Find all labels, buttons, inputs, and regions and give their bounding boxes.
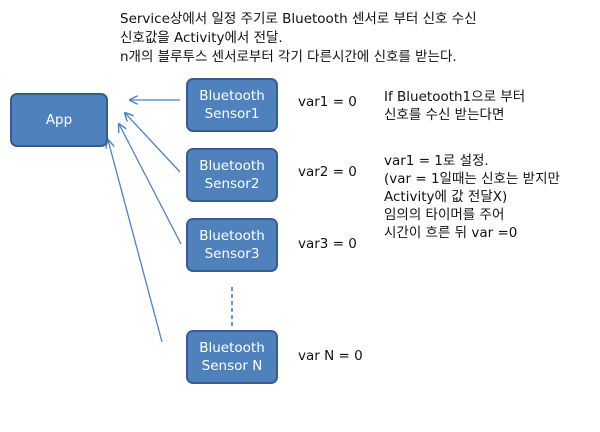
app-box: App xyxy=(10,93,108,147)
note-action-line-4: 임의의 타이머를 주어 xyxy=(384,207,505,223)
note-action-line-5: 시간이 흐른 뒤 var =0 xyxy=(384,225,518,241)
varN-label: var N = 0 xyxy=(298,348,363,364)
arrow-sensor3-to-app xyxy=(119,124,182,245)
bluetooth-sensor-1-box: Bluetooth Sensor1 xyxy=(186,78,278,132)
description-line-1: Service상에서 일정 주기로 Bluetooth 센서로 부터 신호 수신 xyxy=(120,11,477,27)
sensor-n-line-1: Bluetooth xyxy=(199,340,265,356)
description-text: Service상에서 일정 주기로 Bluetooth 센서로 부터 신호 수신… xyxy=(120,10,590,67)
description-line-3: n개의 블루투스 센서로부터 각기 다른시간에 신호를 받는다. xyxy=(120,49,457,65)
sensor-n-line-2: Sensor N xyxy=(201,358,263,374)
sensor-3-line-1: Bluetooth xyxy=(199,228,265,244)
bluetooth-sensor-3-box: Bluetooth Sensor3 xyxy=(186,218,278,272)
var1-label: var1 = 0 xyxy=(298,94,357,110)
var2-label: var2 = 0 xyxy=(298,164,357,180)
app-label: App xyxy=(45,112,73,128)
description-line-2: 신호값을 Activity에서 전달. xyxy=(120,30,283,46)
note-action-line-2: (var = 1일때는 신호는 받지만 xyxy=(384,171,560,187)
bluetooth-sensor-n-box: Bluetooth Sensor N xyxy=(186,330,278,384)
note-action-line-1: var1 = 1로 설정. xyxy=(384,153,489,169)
sensor-3-line-2: Sensor3 xyxy=(204,246,260,262)
arrow-sensorN-to-app xyxy=(108,140,163,343)
sensor-1-line-1: Bluetooth xyxy=(199,88,265,104)
note-condition-line-1: If Bluetooth1으로 부터 xyxy=(384,89,526,105)
note-action-line-3: Activity에 값 전달X) xyxy=(384,189,508,205)
sensor-1-line-2: Sensor1 xyxy=(204,106,260,122)
sensor-2-line-2: Sensor2 xyxy=(204,176,260,192)
note-condition-line-2: 신호를 수신 받는다면 xyxy=(384,107,505,123)
bluetooth-sensor-2-box: Bluetooth Sensor2 xyxy=(186,148,278,202)
var3-label: var3 = 0 xyxy=(298,236,357,252)
sensor-2-line-1: Bluetooth xyxy=(199,158,265,174)
arrow-sensor2-to-app xyxy=(125,113,181,173)
note-condition: If Bluetooth1으로 부터 신호를 수신 받는다면 xyxy=(384,88,525,124)
note-action: var1 = 1로 설정. (var = 1일때는 신호는 받지만 Activi… xyxy=(384,152,560,242)
